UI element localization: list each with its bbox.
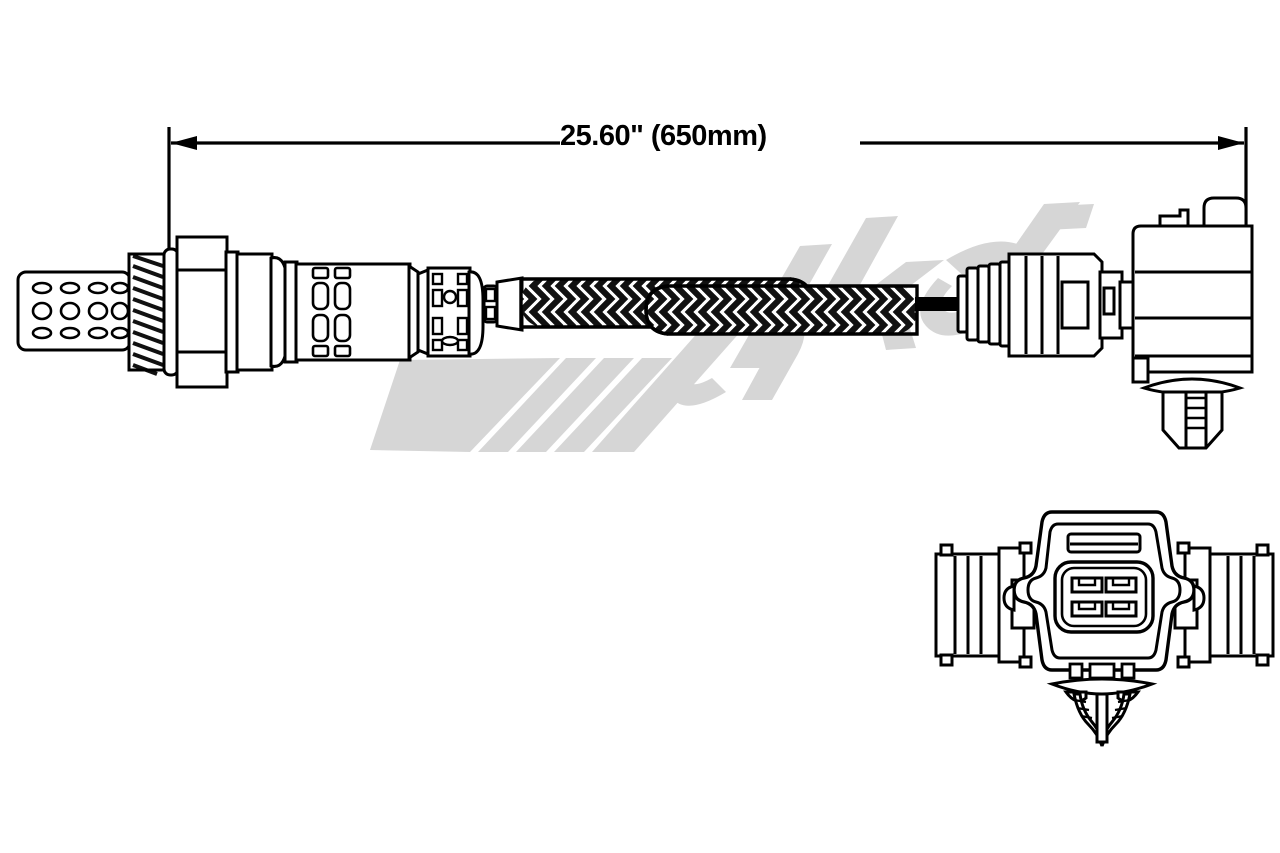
detail-retainer-clip xyxy=(1046,677,1158,747)
convoluted-boot xyxy=(956,260,1013,348)
detail-left-wing xyxy=(934,541,1036,669)
detail-pin-terminals xyxy=(1070,576,1138,618)
dimension-arrowheads xyxy=(171,136,1244,150)
retainer-clip xyxy=(1139,377,1245,450)
body-taper xyxy=(283,260,299,364)
threaded-boss xyxy=(127,252,169,376)
strain-relief xyxy=(482,276,524,332)
braided-cable-right xyxy=(644,284,919,336)
wire-stub xyxy=(915,297,961,311)
detail-right-wing xyxy=(1173,541,1275,669)
detail-shell-ears xyxy=(1002,584,1206,612)
detail-top-slot xyxy=(1066,532,1142,554)
connector-lock-arm xyxy=(1158,196,1248,228)
shield-perforations xyxy=(31,281,130,340)
clamp-slots xyxy=(431,272,469,352)
strain-relief-slots xyxy=(484,287,497,321)
body-end-cap xyxy=(407,263,420,361)
body-slots xyxy=(311,266,352,358)
connector-main-block xyxy=(1131,224,1254,374)
body-collar xyxy=(224,250,289,374)
connector-latch-block xyxy=(1098,270,1136,340)
connector-side-notch xyxy=(1131,356,1150,384)
hex-nut xyxy=(175,235,229,389)
dimension-label: 25.60" (650mm) xyxy=(560,120,767,152)
connector-housing xyxy=(1007,252,1104,358)
detail-bottom-tabs xyxy=(1068,662,1136,680)
